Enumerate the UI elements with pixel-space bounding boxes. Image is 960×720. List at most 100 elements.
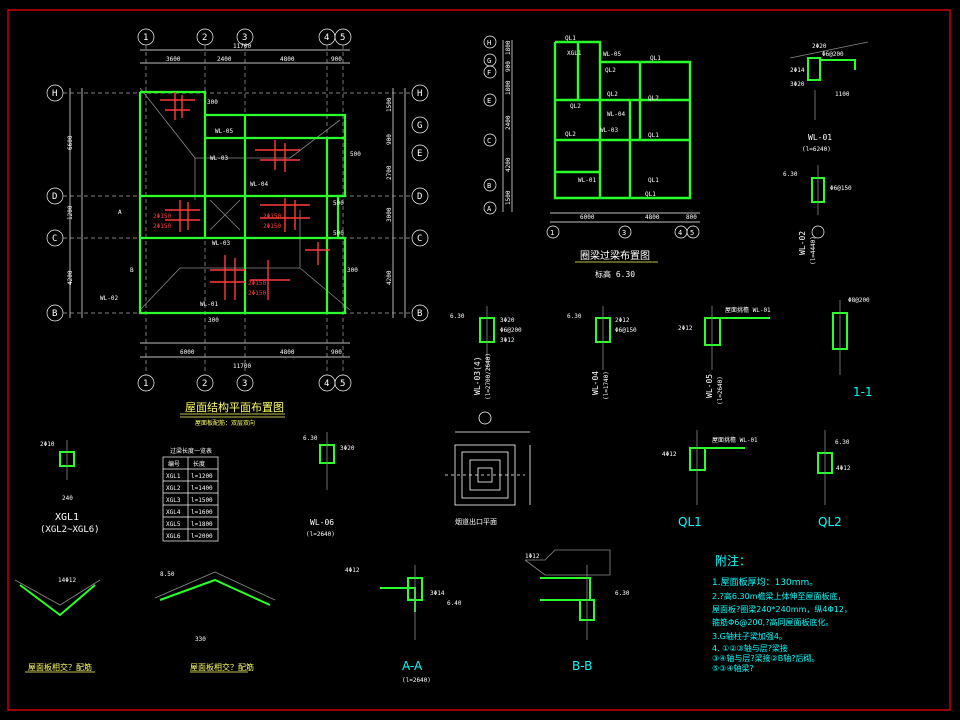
rb-dim-4: 4200 (505, 157, 512, 172)
lintel-header-1: 长度 (193, 460, 205, 468)
secBB-t2: 6.30 (615, 590, 630, 597)
dim-right-0: 1500 (386, 97, 393, 112)
rb-label-wl03: WL-03 (600, 127, 618, 134)
lintel-r3-c0: XGL4 (166, 509, 181, 516)
wl02-name: WL-02 (798, 231, 807, 255)
dim-bottom-2: 900 (331, 349, 342, 356)
rb-label-0: QL1 (565, 35, 576, 42)
xgl1-name: XGL1 (55, 512, 79, 523)
xgl1-note: (XGL2~XGL6) (40, 525, 100, 535)
lintel-r5-c0: XGL6 (166, 533, 181, 540)
rb-axis-E: E (487, 97, 491, 105)
wl06-t0: 6.30 (303, 435, 318, 442)
ql1-t0: 屋面挑檐 WL-01 (712, 436, 758, 444)
rb-label-4: QL2 (648, 95, 659, 102)
axis-top-3: 3 (242, 33, 247, 43)
lintel-r2-c0: XGL3 (166, 497, 181, 504)
dim-bottom-total: 11700 (233, 363, 251, 370)
notes-title: 附注： (715, 553, 751, 568)
axis-left-D: D (52, 192, 57, 202)
ridge2-name: 屋面板相交？配筋 (190, 662, 254, 672)
rb-label-xgl1: XGL1 (567, 50, 582, 57)
rb-axis-B: B (487, 182, 491, 190)
rb-label-7: QL1 (648, 132, 659, 139)
notes-line-6: ③④轴与层?梁接②B轴?后砌。 (712, 653, 820, 663)
beam-wl05: WL-05 (215, 128, 233, 135)
rb-dim-0: 1800 (505, 40, 512, 55)
misc-5: 300 (347, 267, 358, 274)
xgl1-t3: 240 (62, 495, 73, 502)
dim-right-4: 4200 (386, 270, 393, 285)
axis-top-2: 2 (202, 33, 207, 43)
rb-axis-3: 3 (622, 229, 626, 237)
secBB-name: B-B (572, 659, 592, 673)
wl01-t1: Φ6@200 (822, 51, 844, 58)
lintel-r0-c0: XGL1 (166, 473, 181, 480)
lintel-r3-c1: l=1600 (191, 509, 213, 516)
title-underlines (25, 261, 658, 673)
sec11-t0: Φ8@200 (848, 297, 870, 304)
axis-top-5: 5 (340, 33, 345, 43)
ridge1-t0: 14Φ12 (58, 577, 76, 584)
wl04-t0: 6.30 (567, 313, 582, 320)
lintel-r4-c0: XGL5 (166, 521, 181, 528)
roof-rebar (160, 92, 330, 300)
rb-axis-G: G (487, 57, 491, 65)
rb-label-wl04: WL-04 (607, 111, 625, 118)
lintel-r0-c1: l=1200 (191, 473, 213, 480)
dim-top-2: 4800 (280, 56, 295, 63)
roof-plan-title: 屋面结构平面布置图 (185, 400, 284, 414)
rb-dim-3: 2400 (505, 115, 512, 130)
rebar-2: 2Φ150 (263, 213, 281, 220)
axis-bottom-2: 2 (202, 379, 207, 389)
rb-label-3: QL2 (570, 103, 581, 110)
rb-label-9: QL1 (645, 191, 656, 198)
xgl1-t0: 2Φ10 (40, 441, 55, 448)
lintel-r1-c1: l=1400 (191, 485, 213, 492)
rebar-4: 2Φ150 (248, 280, 266, 287)
wl06-name: WL-06 (310, 518, 334, 527)
rb-dim-b0: 6000 (580, 214, 595, 221)
rb-label-wl05: WL-05 (603, 51, 621, 58)
notes-line-3: 箍筋Φ6@200,?高同屋面板底化。 (712, 617, 833, 627)
ring-beam-texts: H G F E C B A 1 3 4 5 (487, 39, 694, 237)
beam-wl01: WL-01 (200, 301, 218, 308)
rebar-1: 2Φ150 (153, 223, 171, 230)
ridge2-t0: 8.50 (160, 571, 175, 578)
misc-3: 500 (333, 200, 344, 207)
notes-line-0: 1.屋面板厚均：130mm。 (712, 576, 818, 588)
wl04-t2: Φ6@150 (615, 327, 637, 334)
secBB-t0: 1Φ12 (525, 553, 540, 560)
axis-left-B: B (52, 309, 57, 319)
section-graphics (14, 41, 869, 640)
rb-dim-2: 1800 (505, 80, 512, 95)
rb-axis-4: 4 (678, 229, 682, 237)
rb-label-2: QL2 (605, 67, 616, 74)
axis-right-D: D (417, 192, 422, 202)
ring-beam-dims: 1800 900 1800 2400 4200 1500 6000 4800 8… (505, 35, 697, 221)
dim-right-1: 900 (386, 134, 393, 145)
axis-bottom-3: 3 (242, 379, 247, 389)
rebar-3: 2Φ150 (263, 223, 281, 230)
misc-1: 300 (208, 317, 219, 324)
dim-left-1: 1200 (67, 205, 74, 220)
rb-axis-A: A (487, 205, 492, 213)
ring-beam-title: 圈梁过梁布置图 (580, 249, 650, 262)
wl05-name: WL-05 (705, 374, 714, 398)
rb-axis-1: 1 (550, 229, 554, 237)
lintel-table: 过梁长度一览表 编号 长度 XGL1 l=1200 XGL2 l=1400 XG… (166, 447, 213, 540)
axis-left-C: C (52, 234, 57, 244)
sec11-name: 1-1 (853, 385, 873, 399)
axis-left-H: H (52, 89, 57, 99)
rb-axis-C: C (487, 137, 491, 145)
axis-right-B: B (417, 309, 422, 319)
dim-left-0: 6600 (67, 135, 74, 150)
notes-line-2: 屋面板?圈梁240*240mm，纵4Φ12， (712, 604, 852, 614)
rb-dim-1: 900 (505, 61, 512, 72)
ql2-t1: 4Φ12 (836, 465, 851, 472)
wl04-t1: 2Φ12 (615, 317, 630, 324)
ql2-t0: 6.30 (835, 439, 850, 446)
dim-top-0: 3600 (166, 56, 181, 63)
ql1-name: QL1 (678, 515, 702, 529)
